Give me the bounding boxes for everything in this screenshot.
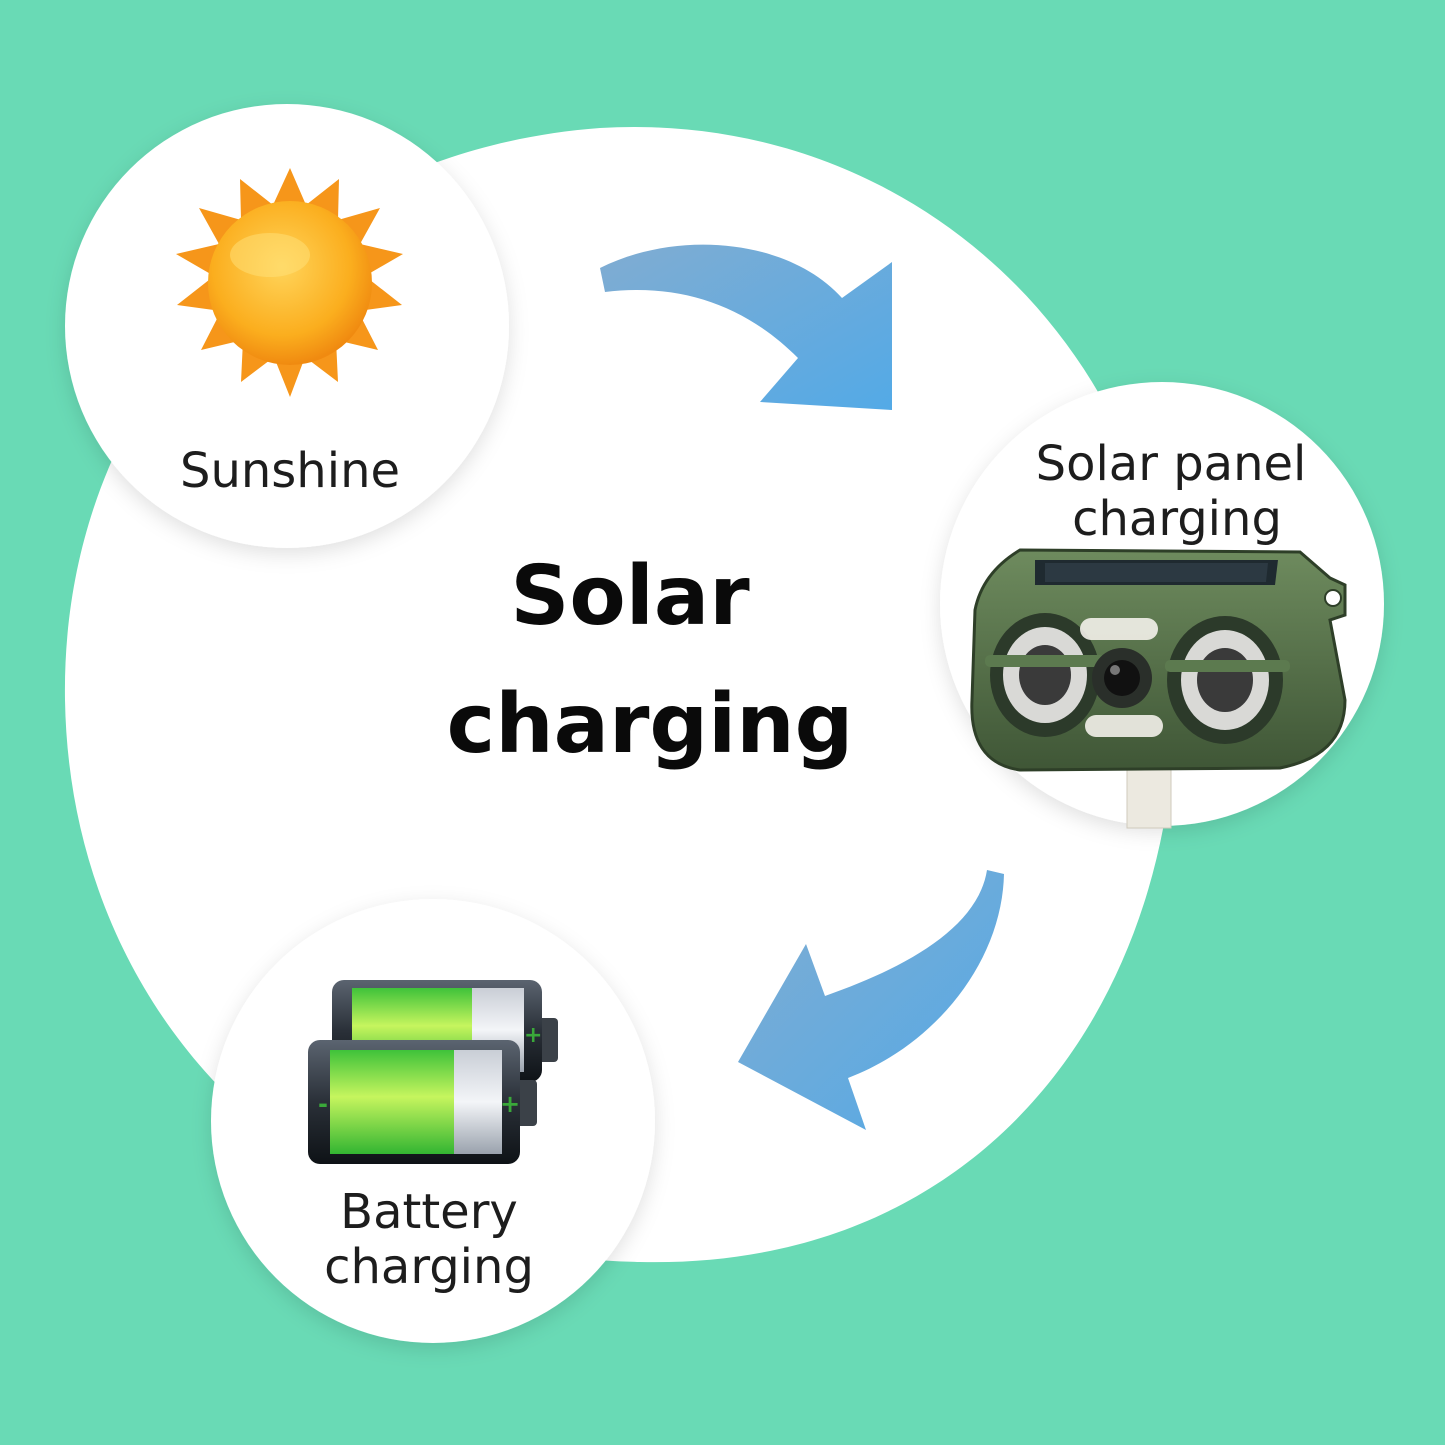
sun-icon: [176, 168, 403, 397]
solar-panel-label-line1: Solar panel: [1036, 436, 1307, 492]
node-battery: + - + Battery charging: [211, 899, 655, 1343]
node-solar-panel: Solar panel charging: [940, 382, 1384, 829]
battery-icon: + - +: [308, 980, 558, 1164]
svg-text:+: +: [524, 1023, 542, 1048]
flow-arrow-1: [600, 244, 892, 410]
svg-text:+: +: [500, 1090, 520, 1118]
title-line1: Solar: [510, 549, 750, 644]
solar-repeller-device-icon: [970, 548, 1347, 829]
flow-arrow-2: [738, 870, 1004, 1130]
node-sunshine: [65, 104, 509, 548]
title-line2: charging: [447, 677, 854, 772]
solar-panel-label-line2: charging: [1072, 491, 1282, 547]
svg-text:-: -: [318, 1090, 328, 1118]
battery-label-line2: charging: [324, 1239, 534, 1295]
battery-label-line1: Battery: [340, 1184, 518, 1240]
sunshine-label: Sunshine: [180, 443, 400, 499]
